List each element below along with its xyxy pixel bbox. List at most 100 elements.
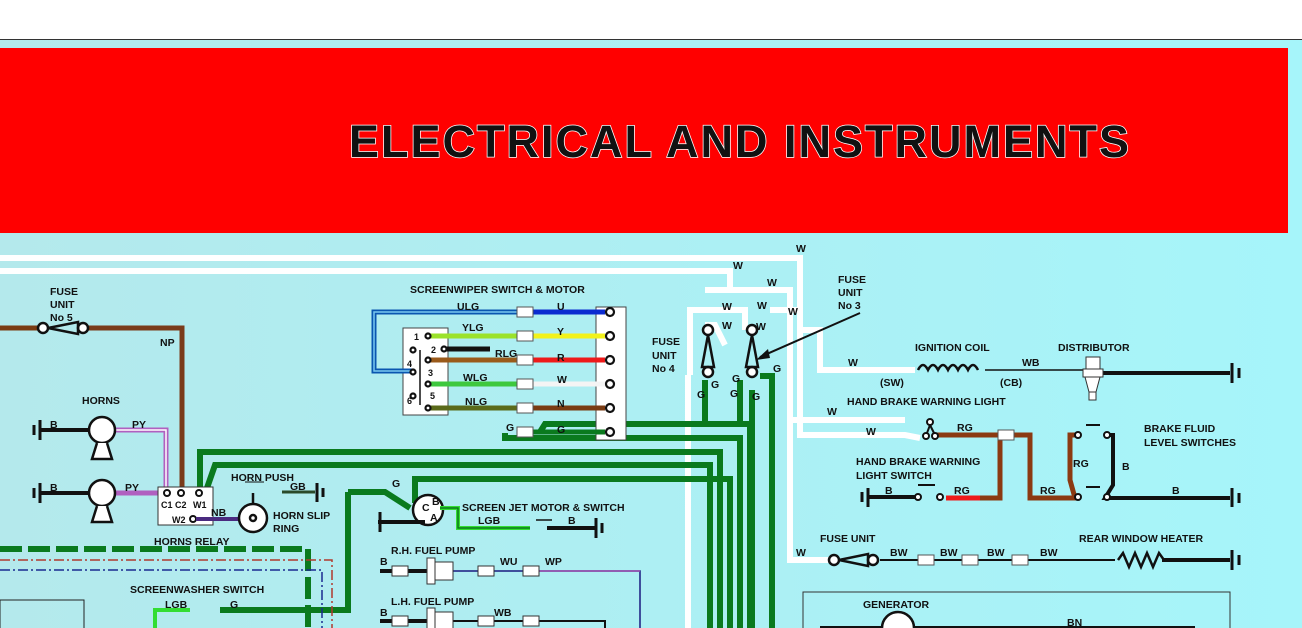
label: G (230, 599, 238, 611)
rear-window-heater-icon (1116, 549, 1166, 571)
label: RG (1073, 458, 1089, 470)
label: PY (132, 419, 146, 431)
np-wire (88, 325, 185, 490)
label: RING (273, 523, 299, 535)
label: 3 (428, 368, 433, 378)
label: LIGHT SWITCH (856, 470, 932, 482)
label: W (796, 547, 806, 559)
label: (CB) (1000, 377, 1022, 389)
label: W2 (172, 515, 186, 525)
label: 6 (407, 396, 412, 406)
label: G (711, 379, 719, 391)
label: LGB (165, 599, 188, 611)
label: G (697, 389, 705, 401)
label: B (568, 515, 576, 527)
label: FUSE (50, 286, 78, 298)
label: PY (125, 482, 139, 494)
label: B (1122, 461, 1130, 473)
label: No 4 (652, 363, 675, 375)
label: N (557, 398, 565, 410)
label: HORNS (82, 395, 120, 407)
label: ULG (457, 301, 479, 313)
label: FUSE (838, 274, 866, 286)
label: NB (211, 507, 227, 519)
label: W (722, 301, 732, 313)
label: G (732, 373, 740, 385)
label: L.H. FUEL PUMP (391, 596, 474, 608)
label: W (767, 277, 777, 289)
pointer-arrow (759, 312, 861, 358)
label: 5 (430, 391, 435, 401)
generator-box (802, 591, 1231, 628)
banner-title: ELECTRICAL AND INSTRUMENTS (349, 116, 1131, 167)
label: C (422, 502, 430, 514)
label: HAND BRAKE WARNING (856, 456, 980, 468)
label: GENERATOR (863, 599, 930, 611)
label: W (756, 321, 766, 333)
label: BW (1040, 547, 1058, 559)
label: B (50, 419, 58, 431)
label: W (827, 406, 837, 418)
label: A (430, 512, 438, 524)
label: HORN PUSH (231, 472, 294, 484)
label: No 5 (50, 312, 73, 324)
horns (32, 415, 169, 524)
label: W (557, 374, 567, 386)
horn-slip-ring-icon (237, 493, 269, 534)
label: B (380, 607, 388, 619)
label: G (557, 424, 565, 436)
label: RG (957, 422, 973, 434)
label: B (432, 496, 440, 508)
label: W (757, 300, 767, 312)
label: WLG (463, 372, 488, 384)
label: HAND BRAKE WARNING LIGHT (847, 396, 1006, 408)
red-dashed-wire (0, 559, 333, 628)
label: NP (160, 337, 175, 349)
label: HORNS RELAY (154, 536, 229, 548)
label: UNIT (50, 299, 75, 311)
label: DISTRIBUTOR (1058, 342, 1130, 354)
label: W (796, 243, 806, 255)
label: RG (954, 485, 970, 497)
horn-icon (87, 415, 117, 524)
wiper-motor-terminal-box (595, 306, 627, 441)
label: LGB (478, 515, 501, 527)
label: BRAKE FLUID (1144, 423, 1216, 435)
label: R.H. FUEL PUMP (391, 545, 475, 557)
label: RLG (495, 348, 517, 360)
label: W (788, 306, 798, 318)
label: YLG (462, 322, 484, 334)
label: WU (500, 556, 518, 568)
label: G (392, 478, 400, 490)
label: C1 (161, 500, 173, 510)
label: BW (890, 547, 908, 559)
label: WB (494, 607, 512, 619)
label: RG (1040, 485, 1056, 497)
label: 2 (431, 345, 436, 355)
label: SCREENWASHER SWITCH (130, 584, 264, 596)
label: SCREEN JET MOTOR & SWITCH (462, 502, 625, 514)
label: G (730, 388, 738, 400)
label: G (506, 422, 514, 434)
label: BW (940, 547, 958, 559)
blue-dashed-wire (0, 569, 323, 628)
label: W1 (193, 500, 207, 510)
label: IGNITION COIL (915, 342, 990, 354)
label: B (885, 485, 893, 497)
label: G (752, 391, 760, 403)
fuse-unit-5-icon (36, 320, 90, 336)
label: G (773, 363, 781, 375)
label: Y (557, 326, 564, 338)
label: UNIT (652, 350, 677, 362)
label: UNIT (838, 287, 863, 299)
label: W (848, 357, 858, 369)
fuse-unit-3-icon (744, 323, 760, 379)
label: C2 (175, 500, 187, 510)
label: BN (1067, 617, 1082, 628)
label: WB (1022, 357, 1040, 369)
warning-light-icon (922, 418, 939, 440)
label: R (557, 352, 565, 364)
generator-icon (880, 610, 916, 628)
label: BW (987, 547, 1005, 559)
